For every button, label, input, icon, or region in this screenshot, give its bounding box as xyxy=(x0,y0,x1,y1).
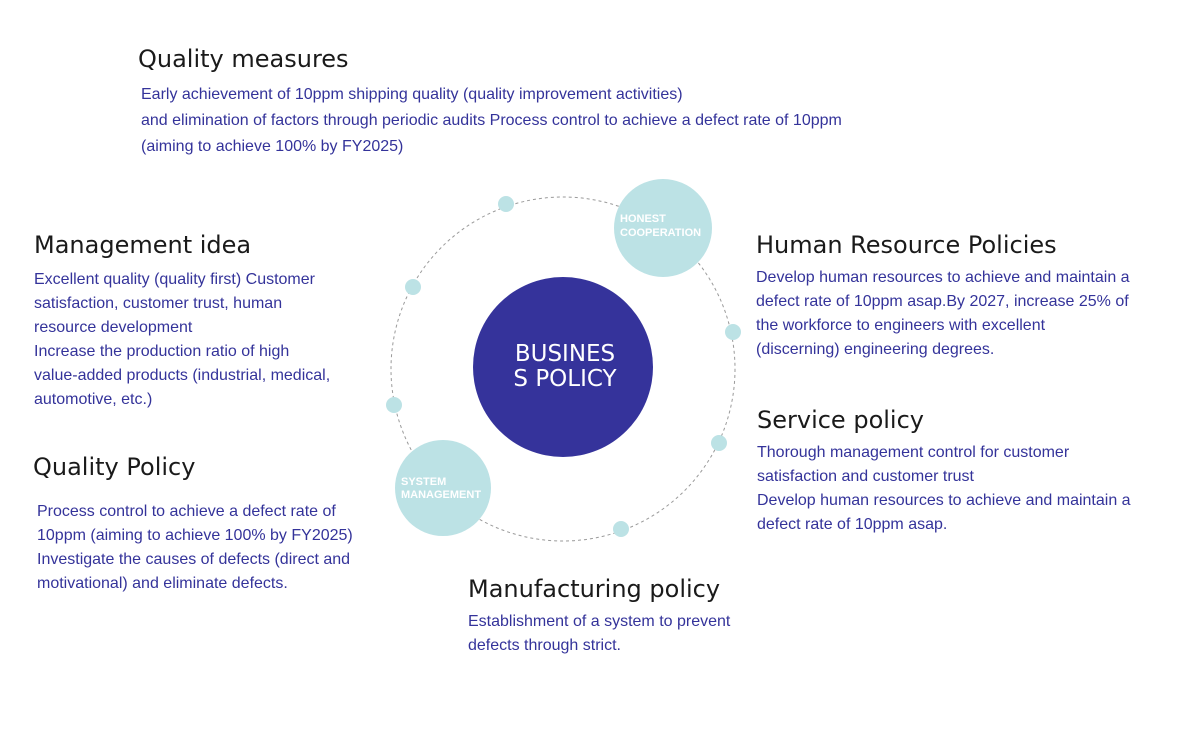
management-idea-line: automotive, etc.) xyxy=(34,391,153,408)
hr-policies-line: defect rate of 10ppm asap.By 2027, incre… xyxy=(756,293,1129,310)
service-policy-text: Thorough management control for customer… xyxy=(757,441,1187,537)
quality-policy-title: Quality Policy xyxy=(33,453,196,481)
hr-policies-text: Develop human resources to achieve and m… xyxy=(756,266,1186,362)
dashed-ring xyxy=(390,196,736,542)
quality-measures-line: (aiming to achieve 100% by FY2025) xyxy=(141,138,404,155)
system-management-bubble: SYSTEM MANAGEMENT xyxy=(395,440,491,536)
quality-policy-text: Process control to achieve a defect rate… xyxy=(37,500,393,596)
ring-dot xyxy=(405,279,421,295)
honest-cooperation-bubble: HONEST COOPERATION xyxy=(614,179,712,277)
quality-measures-line: and elimination of factors through perio… xyxy=(141,112,842,129)
service-policy-section: Service policy Thorough management contr… xyxy=(757,405,1187,537)
center-title-line1: BUSINES xyxy=(515,341,615,367)
ring-dot xyxy=(613,521,629,537)
manufacturing-policy-text: Establishment of a system to prevent def… xyxy=(468,610,798,658)
system-management-line1: SYSTEM xyxy=(401,476,446,488)
management-idea-line: Excellent quality (quality first) Custom… xyxy=(34,271,315,288)
management-idea-line: value-added products (industrial, medica… xyxy=(34,367,331,384)
management-idea-title: Management idea xyxy=(34,231,252,259)
hr-policies-line: the workforce to engineers with excellen… xyxy=(756,317,1046,334)
service-policy-line: Thorough management control for customer xyxy=(757,444,1070,461)
ring-dot xyxy=(725,324,741,340)
quality-measures-title: Quality measures xyxy=(138,45,349,73)
service-policy-title: Service policy xyxy=(757,406,924,434)
ring-dot xyxy=(711,435,727,451)
center-title-line2: S POLICY xyxy=(513,366,617,392)
hr-policies-section: Human Resource Policies Develop human re… xyxy=(756,230,1186,362)
ring-dot xyxy=(386,397,402,413)
manufacturing-policy-line: Establishment of a system to prevent xyxy=(468,613,731,630)
quality-policy-section: Quality Policy Process control to achiev… xyxy=(33,452,393,596)
quality-measures-line: Early achievement of 10ppm shipping qual… xyxy=(141,86,683,103)
hr-policies-line: Develop human resources to achieve and m… xyxy=(756,269,1130,286)
hr-policies-title: Human Resource Policies xyxy=(756,231,1057,259)
management-idea-text: Excellent quality (quality first) Custom… xyxy=(34,268,384,412)
manufacturing-policy-title: Manufacturing policy xyxy=(468,575,721,603)
honest-cooperation-line2: COOPERATION xyxy=(620,227,701,239)
management-idea-section: Management idea Excellent quality (quali… xyxy=(34,230,384,412)
quality-policy-line: Investigate the causes of defects (direc… xyxy=(37,551,351,568)
quality-policy-line: Process control to achieve a defect rate… xyxy=(37,503,336,520)
service-policy-line: satisfaction and customer trust xyxy=(757,468,974,485)
hr-policies-line: (discerning) engineering degrees. xyxy=(756,341,995,358)
quality-policy-line: motivational) and eliminate defects. xyxy=(37,575,288,592)
honest-cooperation-line1: HONEST xyxy=(620,213,666,225)
manufacturing-policy-section: Manufacturing policy Establishment of a … xyxy=(468,574,798,658)
management-idea-line: satisfaction, customer trust, human xyxy=(34,295,283,312)
quality-measures-text: Early achievement of 10ppm shipping qual… xyxy=(141,82,842,160)
management-idea-line: Increase the production ratio of high xyxy=(34,343,290,360)
business-policy-center: BUSINES S POLICY xyxy=(473,277,653,457)
quality-measures-section: Quality measures Early achievement of 10… xyxy=(138,44,842,160)
ring-dot xyxy=(498,196,514,212)
quality-policy-line: 10ppm (aiming to achieve 100% by FY2025) xyxy=(37,527,353,544)
system-management-line2: MANAGEMENT xyxy=(401,489,481,501)
service-policy-line: Develop human resources to achieve and m… xyxy=(757,492,1131,509)
management-idea-line: resource development xyxy=(34,319,193,336)
manufacturing-policy-line: defects through strict. xyxy=(468,637,621,654)
service-policy-line: defect rate of 10ppm asap. xyxy=(757,516,948,533)
